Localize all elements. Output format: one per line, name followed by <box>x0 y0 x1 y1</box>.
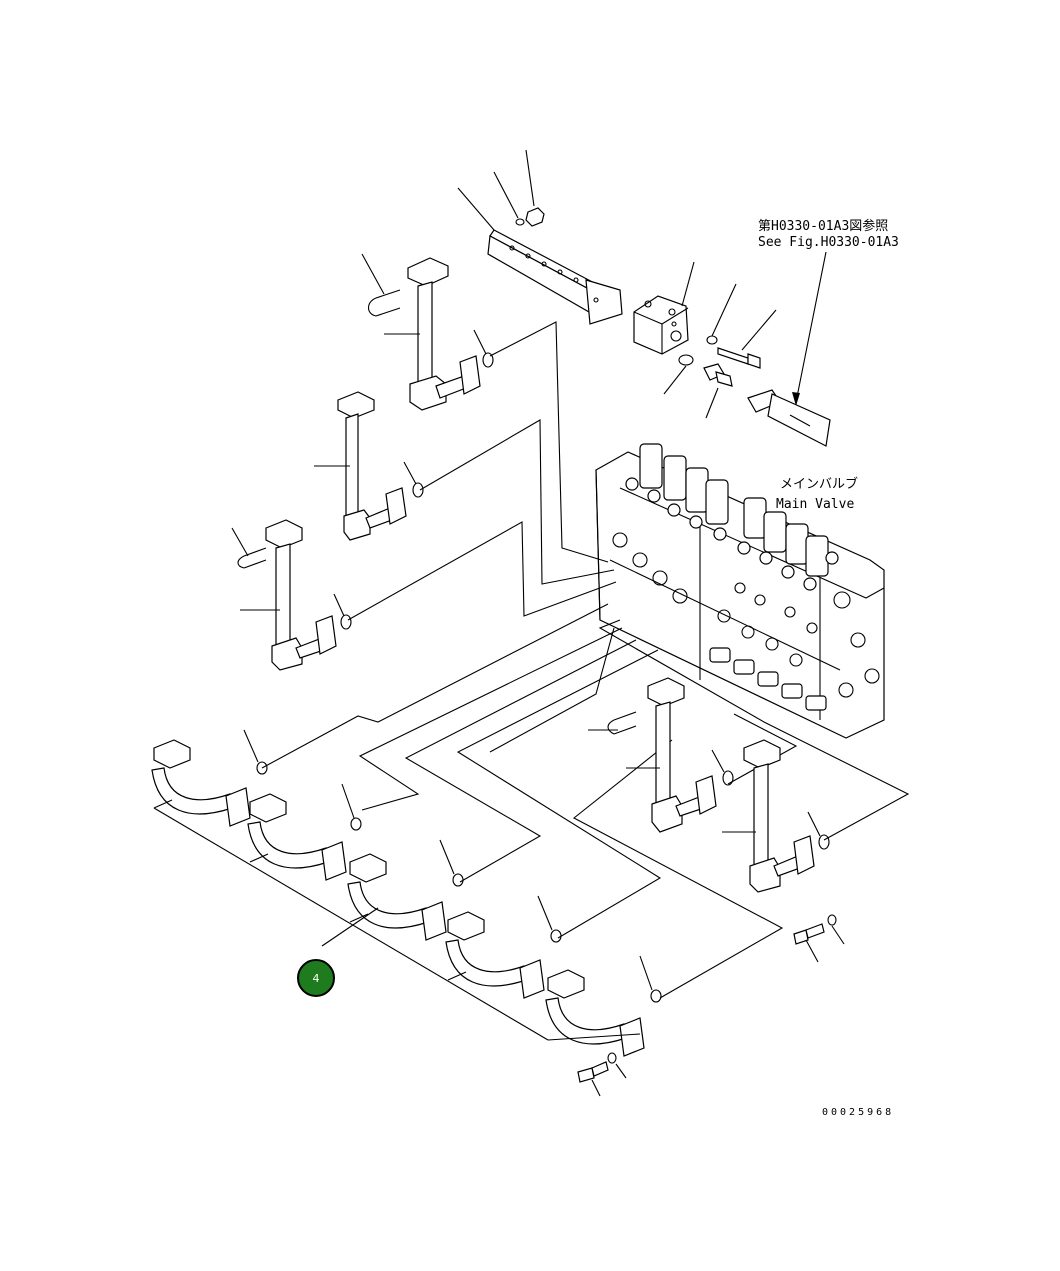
o-ring <box>256 761 268 775</box>
o-ring <box>650 989 662 1003</box>
leader <box>711 749 725 773</box>
callout-leader <box>321 907 379 947</box>
vertical-pipe <box>265 519 337 671</box>
u-clamp <box>367 289 401 317</box>
bolt-top <box>717 347 761 369</box>
vertical-pipe <box>407 257 481 411</box>
reference-text-jp: 第H0330-01A3図参照 <box>758 218 888 234</box>
leader <box>831 925 845 945</box>
leader <box>681 261 695 307</box>
leader <box>591 1079 601 1097</box>
bolt-bottom <box>577 1061 609 1083</box>
hose-fitting <box>747 389 831 447</box>
washer <box>607 1052 617 1064</box>
main-valve-body <box>595 443 885 739</box>
part-callout-badge[interactable]: 4 <box>297 959 335 997</box>
valve-block <box>633 295 689 355</box>
leader <box>711 283 737 337</box>
reference-text-en: See Fig.H0330-01A3 <box>758 235 899 250</box>
washer <box>515 218 525 226</box>
elbow-pipe <box>445 911 545 999</box>
o-ring <box>706 335 718 345</box>
leader <box>705 387 719 419</box>
vertical-pipe <box>647 677 717 833</box>
elbow-pipe <box>247 793 347 881</box>
elbow-pipe <box>347 853 447 941</box>
leader <box>231 527 249 557</box>
leader <box>807 811 821 837</box>
leader <box>439 839 455 875</box>
o-ring <box>550 929 562 943</box>
elbow-pipe <box>545 969 645 1057</box>
drawing-number: 00025968 <box>822 1107 894 1118</box>
bracket-plate <box>487 229 623 325</box>
o-ring <box>340 614 352 630</box>
leader <box>493 171 519 219</box>
callout-label: 4 <box>312 971 320 985</box>
o-ring <box>722 770 734 786</box>
leader <box>741 309 777 351</box>
elbow-group-bracket <box>153 799 641 1041</box>
leader <box>639 955 653 991</box>
leader <box>361 253 385 295</box>
plug-seal <box>678 354 694 366</box>
leader <box>403 461 417 485</box>
reference-arrowhead <box>792 392 800 406</box>
leader <box>525 149 535 207</box>
main-valve-label-en: Main Valve <box>776 497 854 512</box>
o-ring <box>482 352 494 368</box>
o-ring <box>452 873 464 887</box>
elbow-fitting <box>703 363 733 387</box>
u-clamp <box>607 711 637 735</box>
elbow-pipe <box>151 739 251 827</box>
o-ring <box>412 482 424 498</box>
bolt-right <box>793 923 825 945</box>
leader <box>333 593 345 617</box>
connection-lines <box>261 321 910 999</box>
reference-leader <box>795 251 827 403</box>
o-ring <box>818 834 830 850</box>
vertical-pipe <box>337 391 407 541</box>
leader <box>663 365 687 395</box>
leader <box>457 187 495 231</box>
leader <box>805 939 819 963</box>
vertical-pipe <box>743 739 815 893</box>
nut <box>525 207 545 227</box>
leader <box>615 1063 627 1079</box>
leader <box>473 329 487 355</box>
leader <box>537 895 553 931</box>
washer <box>827 914 837 926</box>
u-clamp <box>237 547 267 569</box>
leader <box>243 729 259 763</box>
o-ring <box>350 817 362 831</box>
leader <box>341 783 355 819</box>
main-valve-label-jp: メインバルブ <box>780 476 858 492</box>
